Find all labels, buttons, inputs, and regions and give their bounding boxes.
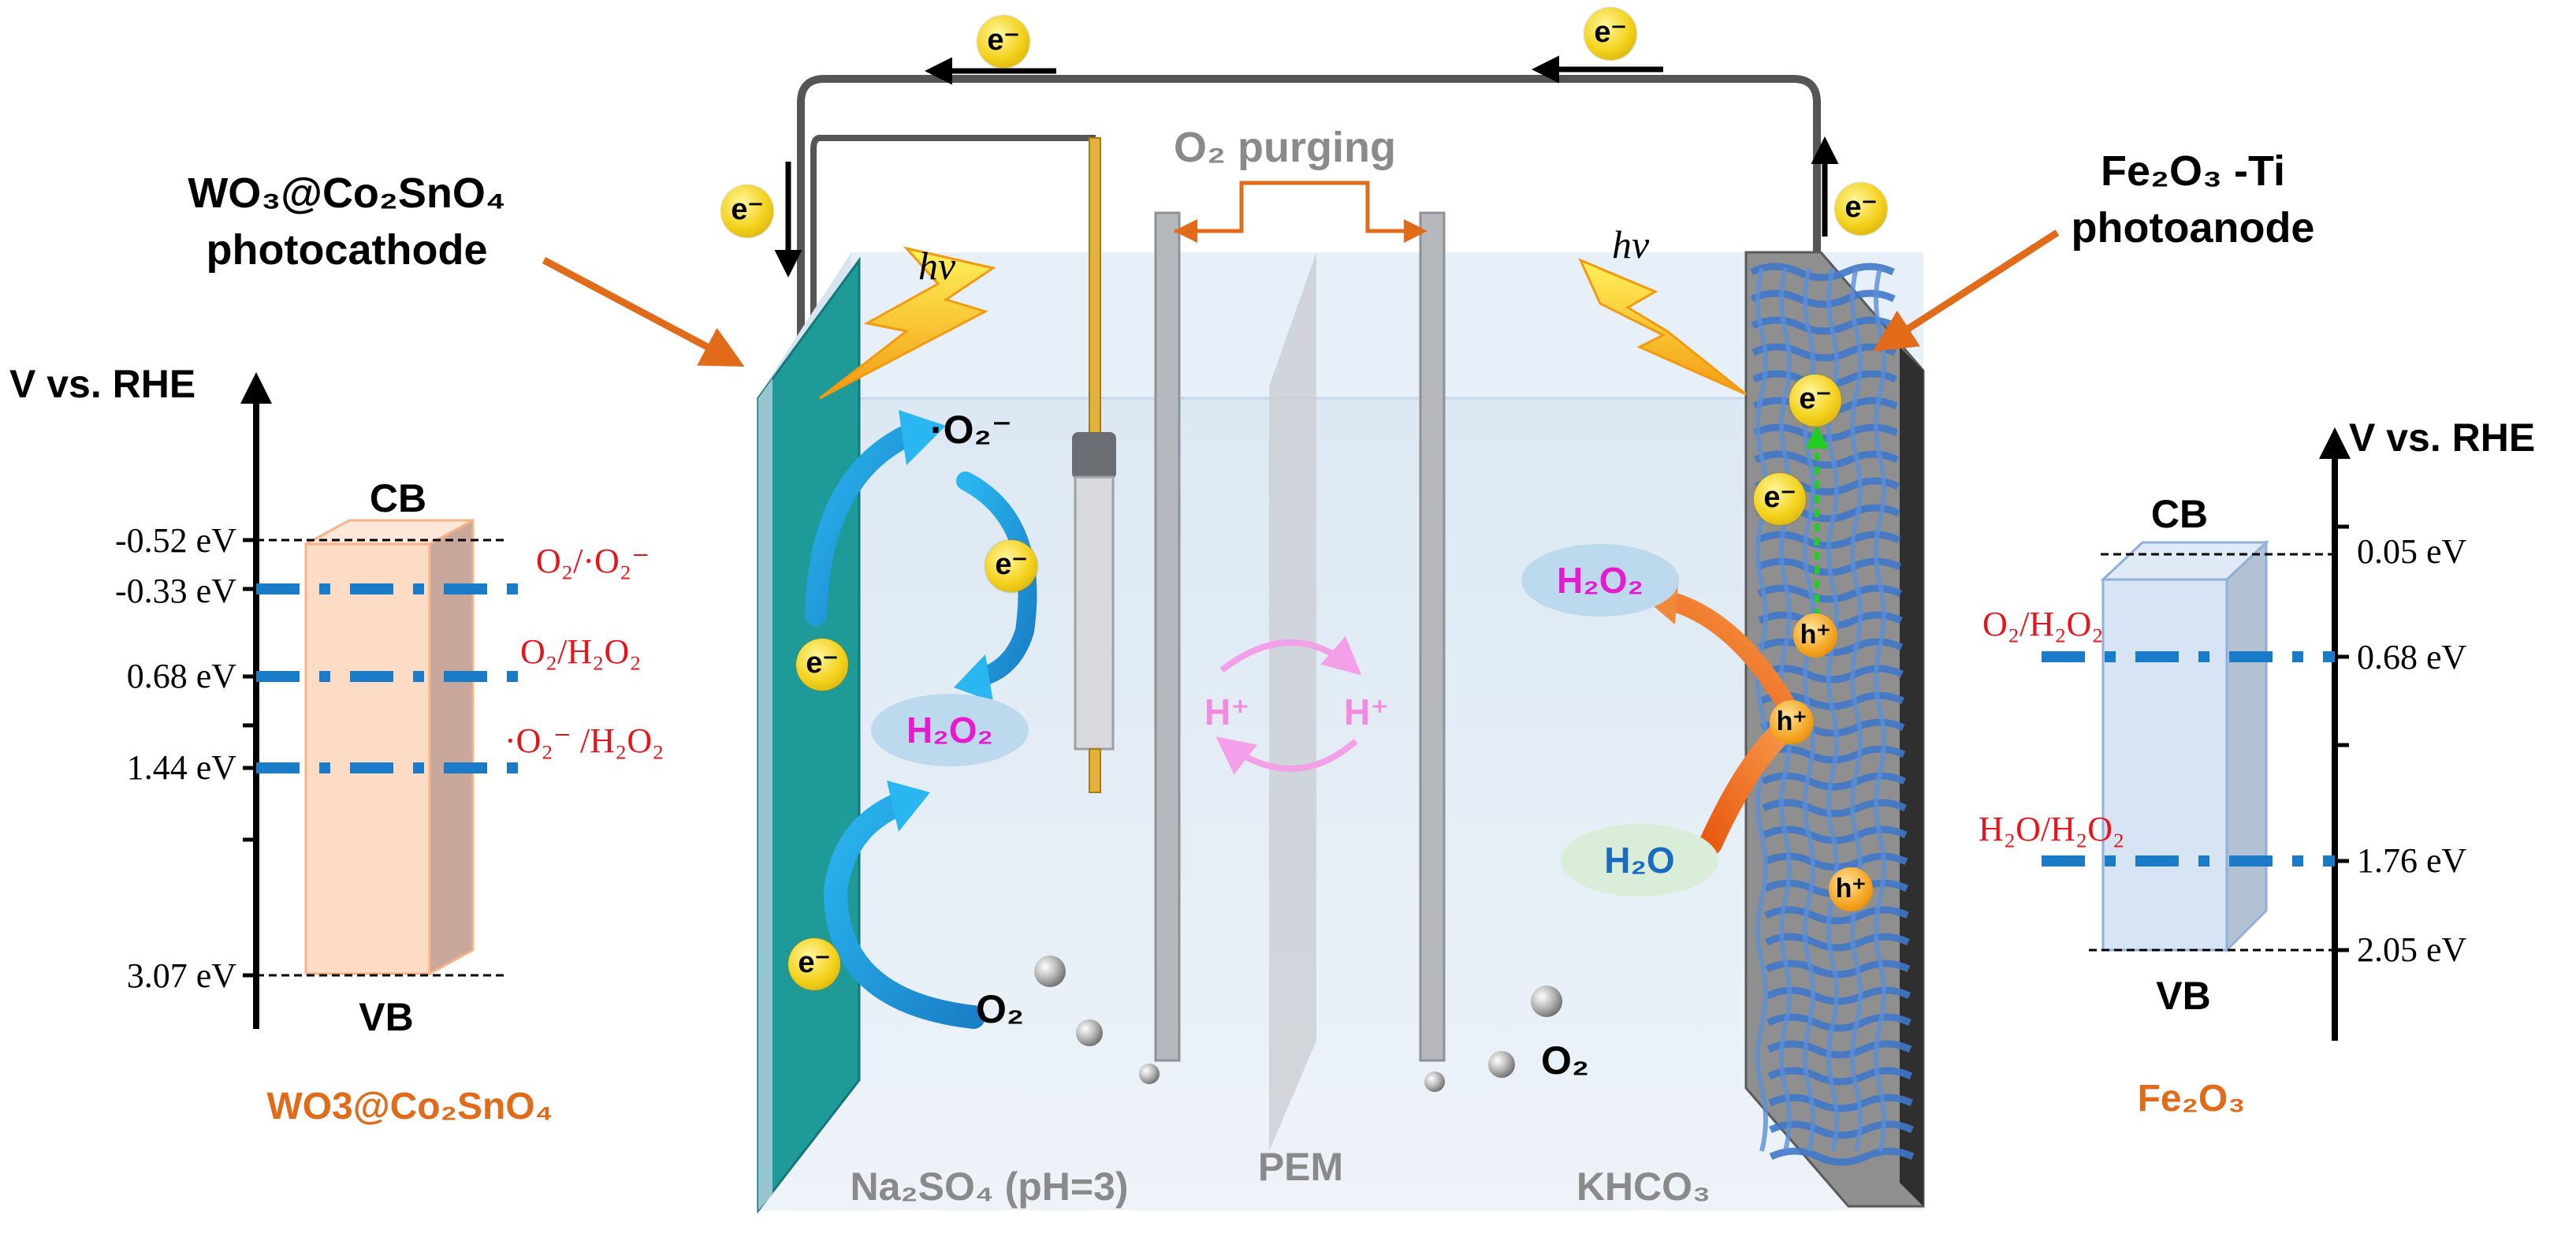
left-light-bolt	[819, 246, 996, 400]
anode-h2o2-label: H₂O₂	[1521, 544, 1679, 617]
right-cb-label: CB	[2150, 492, 2209, 536]
proton-left: H⁺	[1204, 691, 1250, 732]
cathode-electrolyte-label: Na₂SO₄ (pH=3)	[850, 1165, 1129, 1209]
right-material-label: Fe₂O₃	[2137, 1078, 2246, 1120]
mesh-strand	[1768, 1094, 1914, 1112]
proton-arrow-top	[1219, 635, 1362, 676]
anode-electron-a: e⁻	[1789, 375, 1841, 427]
right-tick-1: 0.68 eV	[2357, 638, 2467, 676]
photocathode-plate	[757, 256, 861, 1214]
hv-left: hv	[918, 244, 956, 288]
mesh-strand	[1766, 1040, 1912, 1059]
right-couple-0: O₂/H₂O₂	[1982, 605, 2104, 643]
anode-name-label: Fe₂O₃ -Ti	[2101, 147, 2285, 195]
right-vb-label: VB	[2156, 974, 2211, 1018]
mesh-strand	[1762, 799, 1907, 818]
mesh-strand	[1850, 267, 1863, 1152]
cathode-band-box	[304, 542, 431, 975]
circuit-electron-2: e⁻	[1584, 8, 1636, 60]
right-couple-1: H₂O/H₂O₂	[1979, 810, 2125, 848]
circuit-electron-1: e⁻	[977, 16, 1029, 68]
mesh-strand	[1750, 263, 1895, 281]
left-couple-1: O₂/H₂O₂	[520, 632, 642, 671]
mesh-strand	[1750, 289, 1896, 308]
mesh-strand	[1757, 584, 1902, 603]
mesh-strand	[1874, 267, 1886, 1152]
left-tick-4: 3.07 eV	[126, 956, 236, 995]
mesh-strand	[1766, 1013, 1912, 1032]
proton-right: H⁺	[1344, 691, 1390, 732]
anode-pointer	[1872, 229, 2060, 352]
anode-electrolyte-label: KHCO₃	[1576, 1165, 1711, 1209]
circuit-electron-3: e⁻	[721, 185, 773, 237]
left-material-label: WO3@Co₂SnO₄	[266, 1086, 553, 1127]
external-circuit-wire	[797, 75, 1821, 339]
mesh-strand	[1765, 960, 1911, 978]
left-couple-2: ·O₂⁻ /H₂O₂	[504, 721, 664, 760]
mesh-strand	[1754, 450, 1900, 469]
left-tick-2: 0.68 eV	[126, 657, 236, 695]
left-vb-label: VB	[359, 995, 414, 1039]
hv-right: hv	[1612, 222, 1650, 266]
anode-band-side	[2225, 539, 2268, 953]
mesh-strand	[1764, 906, 1909, 925]
left-axis-label: V vs. RHE	[9, 362, 196, 406]
right-light-bolt	[1578, 258, 1747, 396]
left-tick-1: -0.33 eV	[115, 572, 236, 610]
left-couple-0: O₂/·O₂⁻	[536, 542, 650, 580]
reference-electrode-cap	[1072, 432, 1116, 479]
mesh-strand	[1755, 267, 1768, 1152]
anode-electron-b: e⁻	[1754, 473, 1806, 525]
cathode-electron-a: e⁻	[985, 540, 1037, 592]
left-tick-3: 1.44 eV	[126, 748, 236, 787]
hole-c: h⁺	[1829, 867, 1873, 911]
cathode-electron-c: e⁻	[788, 938, 840, 990]
right-axis-label: V vs. RHE	[2349, 416, 2536, 460]
superoxide-label: ·O₂⁻	[930, 408, 1013, 452]
pem-label: PEM	[1257, 1145, 1344, 1189]
right-tick-2: 1.76 eV	[2357, 841, 2467, 880]
anode-band-box	[2101, 578, 2228, 952]
left-tick-0: -0.52 eV	[115, 521, 236, 560]
anode-role-label: photoanode	[2071, 204, 2315, 252]
mesh-strand	[1751, 343, 1897, 362]
pem-membrane	[1269, 252, 1316, 1151]
hole-a: h⁺	[1793, 613, 1837, 658]
mesh-strand	[1767, 1067, 1913, 1086]
mesh-pattern	[1750, 263, 1915, 1166]
cathode-role-label: photocathode	[206, 226, 488, 274]
arrow-o2-to-h2o2	[823, 792, 985, 1029]
arrow-e-to-superoxide	[805, 421, 925, 626]
o2-purging-label: O₂ purging	[1174, 124, 1396, 171]
arrow-holes-to-h2o2	[1654, 590, 1799, 719]
circuit-electron-4: e⁻	[1835, 183, 1887, 235]
right-tick-3: 2.05 eV	[2357, 930, 2467, 969]
reference-electrode-body	[1074, 475, 1115, 751]
mesh-strand	[1764, 933, 1910, 952]
right-tube	[1419, 211, 1446, 1062]
anode-o2-label: O₂	[1541, 1038, 1590, 1083]
right-tick-0: 0.05 eV	[2357, 532, 2467, 571]
left-cb-label: CB	[369, 476, 427, 520]
proton-arrow-bottom	[1215, 736, 1358, 775]
mesh-strand	[1769, 1147, 1915, 1166]
cathode-pointer	[542, 257, 745, 367]
mesh-strand	[1769, 1120, 1914, 1139]
cathode-h2o2-label: H₂O₂	[871, 694, 1029, 766]
hole-b: h⁺	[1770, 700, 1814, 744]
cathode-name-label: WO₃@Co₂SnO₄	[188, 170, 506, 217]
left-tube	[1154, 211, 1181, 1062]
cathode-o2-label: O₂	[976, 987, 1025, 1031]
arrow-superoxide-to-h2o2	[956, 471, 1037, 688]
h2o-label: H₂O	[1561, 824, 1718, 896]
reference-electrode-wire	[810, 135, 1096, 331]
mesh-strand	[1751, 316, 1897, 335]
cathode-electron-b: e⁻	[796, 639, 848, 691]
o2-purging-line	[1174, 181, 1419, 233]
reference-electrode-rod	[1089, 137, 1101, 438]
